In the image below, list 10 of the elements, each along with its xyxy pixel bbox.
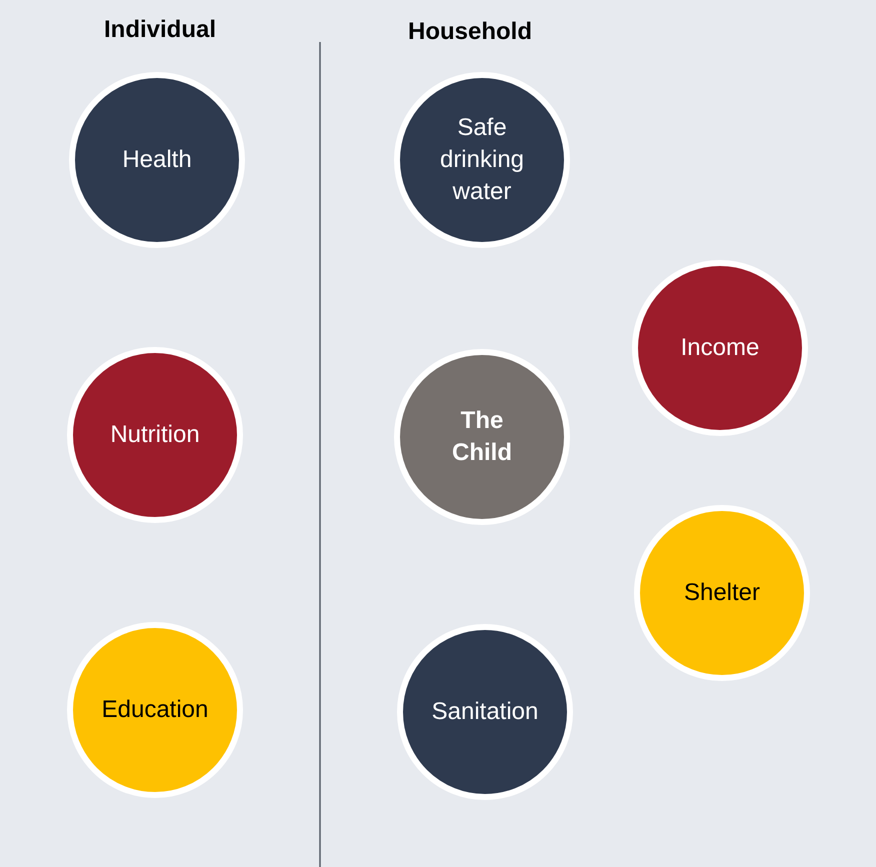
topic-label: Sanitation [430, 697, 540, 727]
topic-label: Safe drinking water [438, 113, 526, 207]
topic-label: Education [100, 695, 210, 725]
column-heading: Individual [104, 16, 216, 44]
topic-label: Nutrition [109, 420, 201, 450]
column-heading: Household [408, 18, 532, 46]
topic-label: Health [121, 145, 193, 175]
topic-label: Shelter [682, 578, 762, 608]
topic-label: The Child [451, 406, 513, 468]
topic-label: Income [680, 333, 760, 363]
